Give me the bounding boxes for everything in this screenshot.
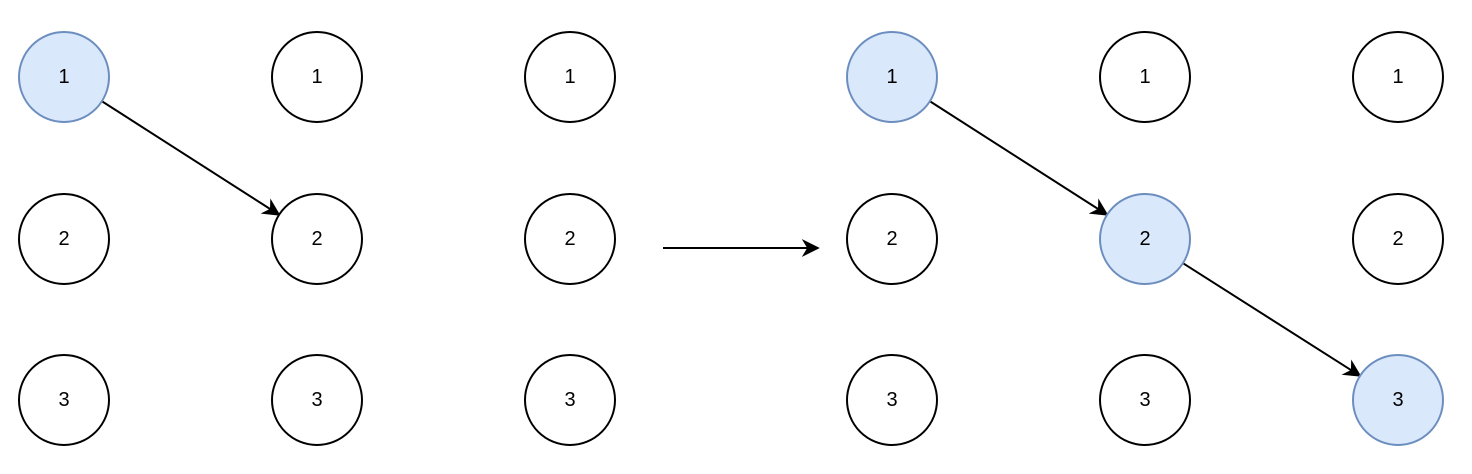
node-label: 1 bbox=[311, 66, 322, 88]
right-panel-node-3: 3 bbox=[846, 354, 938, 446]
right-panel-node-2-highlighted: 2 bbox=[1099, 193, 1191, 285]
right-panel-node-3-highlighted: 3 bbox=[1352, 354, 1444, 446]
right-panel-edge-arrow bbox=[1182, 262, 1362, 377]
right-panel-edge-arrow bbox=[929, 100, 1109, 216]
right-panel-node-1: 1 bbox=[1099, 31, 1191, 123]
node-circle bbox=[271, 31, 363, 123]
node-label: 2 bbox=[311, 228, 322, 250]
node-circle bbox=[524, 193, 616, 285]
node-circle bbox=[846, 31, 938, 123]
node-label: 2 bbox=[58, 228, 69, 250]
node-circle bbox=[846, 193, 938, 285]
left-panel-edge-arrow bbox=[101, 100, 281, 216]
left-panel-node-1-highlighted: 1 bbox=[18, 31, 110, 123]
node-circle bbox=[524, 31, 616, 123]
node-circle bbox=[1099, 193, 1191, 285]
node-label: 3 bbox=[311, 389, 322, 411]
node-circle bbox=[1352, 354, 1444, 446]
right-panel-node-3: 3 bbox=[1099, 354, 1191, 446]
node-circle bbox=[271, 193, 363, 285]
right-panel-node-2: 2 bbox=[1352, 193, 1444, 285]
node-circle bbox=[1099, 354, 1191, 446]
right-panel-node-2: 2 bbox=[846, 193, 938, 285]
node-circle bbox=[18, 31, 110, 123]
node-circle bbox=[1099, 31, 1191, 123]
node-label: 1 bbox=[1139, 66, 1150, 88]
node-circle bbox=[846, 354, 938, 446]
edges-layer bbox=[101, 100, 1362, 377]
node-circle bbox=[1352, 193, 1444, 285]
left-panel-node-1: 1 bbox=[271, 31, 363, 123]
left-panel-node-2: 2 bbox=[524, 193, 616, 285]
node-circle bbox=[18, 354, 110, 446]
right-panel-node-1: 1 bbox=[1352, 31, 1444, 123]
node-label: 3 bbox=[886, 389, 897, 411]
left-panel-node-3: 3 bbox=[524, 354, 616, 446]
node-label: 1 bbox=[886, 66, 897, 88]
left-panel-node-2: 2 bbox=[271, 193, 363, 285]
node-label: 2 bbox=[1139, 228, 1150, 250]
node-label: 3 bbox=[1139, 389, 1150, 411]
node-circle bbox=[18, 193, 110, 285]
left-panel-node-3: 3 bbox=[271, 354, 363, 446]
node-label: 1 bbox=[58, 66, 69, 88]
left-panel-node-1: 1 bbox=[524, 31, 616, 123]
node-label: 2 bbox=[886, 228, 897, 250]
nodes-layer: 1 1 1 2 2 2 3 3 3 1 1 1 2 2 2 3 3 3 bbox=[18, 31, 1444, 446]
node-label: 3 bbox=[564, 389, 575, 411]
node-label: 1 bbox=[1392, 66, 1403, 88]
node-label: 1 bbox=[564, 66, 575, 88]
node-label: 2 bbox=[1392, 228, 1403, 250]
node-label: 2 bbox=[564, 228, 575, 250]
left-panel-node-3: 3 bbox=[18, 354, 110, 446]
node-label: 3 bbox=[1392, 389, 1403, 411]
node-circle bbox=[271, 354, 363, 446]
node-circle bbox=[1352, 31, 1444, 123]
left-panel-node-2: 2 bbox=[18, 193, 110, 285]
node-label: 3 bbox=[58, 389, 69, 411]
right-panel-node-1-highlighted: 1 bbox=[846, 31, 938, 123]
node-circle bbox=[524, 354, 616, 446]
